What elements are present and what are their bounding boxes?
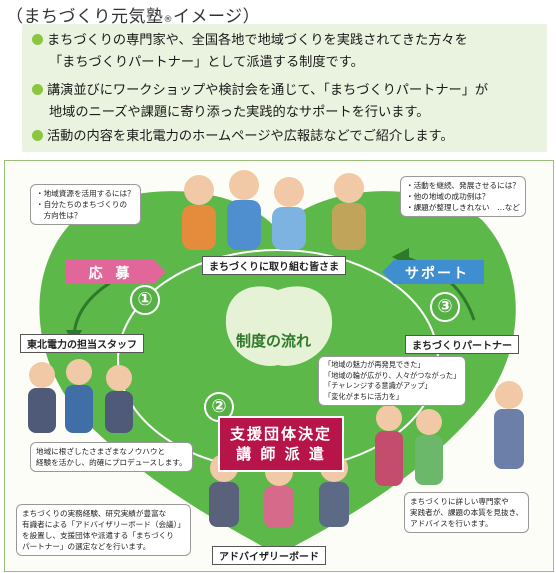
bullet-dot-icon — [32, 34, 43, 45]
apply-tag-shape — [66, 260, 166, 284]
callout-staff: 地域に根ざしたさまざまなノウハウと 経験を活かし、的確にプロデュースします。 — [30, 442, 193, 472]
summary-box: まちづくりの専門家や、全国各地で地域づくりを実践されてきた方々を 「まちづくりパ… — [22, 24, 547, 152]
bullet-item: まちづくりの専門家や、全国各地で地域づくりを実践されてきた方々を 「まちづくりパ… — [32, 30, 468, 74]
label-partner: まちづくりパートナー — [405, 335, 519, 354]
people-community — [182, 170, 366, 250]
label-community: まちづくりに取り組む皆さま — [202, 256, 346, 275]
support-tag-shape — [382, 260, 484, 284]
step-1-badge: ① — [130, 285, 160, 315]
bullet-item: 活動の内容を東北電力のホームページや広報誌などでご紹介します。 — [32, 126, 454, 148]
page-title: （まちづくり元気塾®イメージ） — [6, 7, 261, 27]
tag-support: サポート — [405, 266, 469, 282]
callout-community-questions: ・地域資源を活用するには？ ・自分たちのまちづくりの 方向性は？ — [30, 184, 141, 225]
center-blob — [225, 286, 333, 366]
label-staff: 東北電力の担当スタッフ — [20, 334, 144, 353]
callout-community-issues: ・活動を継続、発展させるには？ ・他の地域の成功例は？ ・課題が整理しきれない … — [400, 176, 526, 217]
tag-apply: 応 募 — [88, 266, 134, 282]
bullet-item: 講演並びにワークショップや検討会を通じて、「まちづくりパートナー」が 地域のニー… — [32, 80, 488, 124]
bullet-dot-icon — [32, 130, 43, 141]
bullet-dot-icon — [32, 84, 43, 95]
callout-voices: 「地域の魅力が再発見できた」 「地域の輪が広がり、人々がつながった」 「チャレン… — [318, 356, 467, 406]
label-board: アドバイザリーボード — [212, 546, 326, 565]
people-partner — [375, 381, 524, 486]
people-staff — [28, 359, 133, 433]
support-decision-box: 支援団体決定 講 師 派 遣 — [218, 416, 345, 472]
callout-partner: まちづくりに詳しい専門家や 実践者が、課題の本質を見抜き、 アドバイスを行います… — [404, 492, 530, 533]
step-3-badge: ③ — [430, 292, 460, 322]
center-title: 制度の流れ — [236, 332, 312, 350]
callout-board: まちづくりの実務経験、研究実績が豊富な 有識者による「アドバイザリーボード（会議… — [16, 504, 192, 556]
